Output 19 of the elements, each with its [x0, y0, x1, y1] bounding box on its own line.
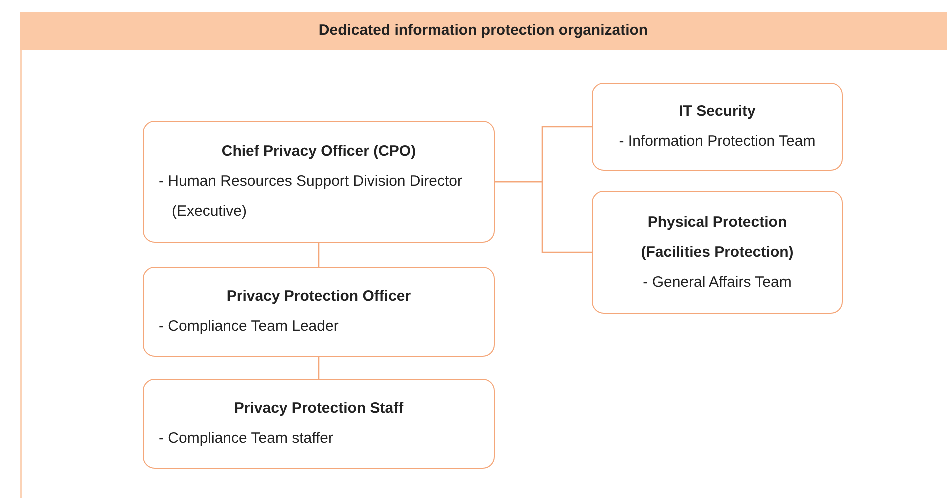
org-box [592, 83, 843, 171]
role-holder: - Compliance Team staffer [158, 429, 335, 449]
org-box [143, 121, 495, 243]
connector-line [318, 357, 320, 379]
title: Dedicated information protection organization [318, 20, 648, 41]
role-title: Privacy Protection Officer [226, 287, 412, 307]
role-holder: - Compliance Team Leader [158, 317, 340, 337]
connector-line [495, 181, 592, 254]
connector-line [318, 243, 320, 267]
role-title: Physical Protection (Facilities Protection) [640, 212, 795, 262]
role-title: Privacy Protection Staff [234, 399, 404, 419]
org-box [143, 267, 495, 357]
role-title: IT Security [679, 102, 756, 122]
role-holder: - Information Protection Team [619, 132, 816, 152]
role-holder: - Human Resources Support Division Director (Executive) [158, 172, 464, 222]
role-title: Chief Privacy Officer (CPO) [222, 142, 416, 162]
org-box [143, 379, 495, 469]
role-holder: - General Affairs Team [643, 272, 792, 292]
org-box [592, 191, 843, 314]
